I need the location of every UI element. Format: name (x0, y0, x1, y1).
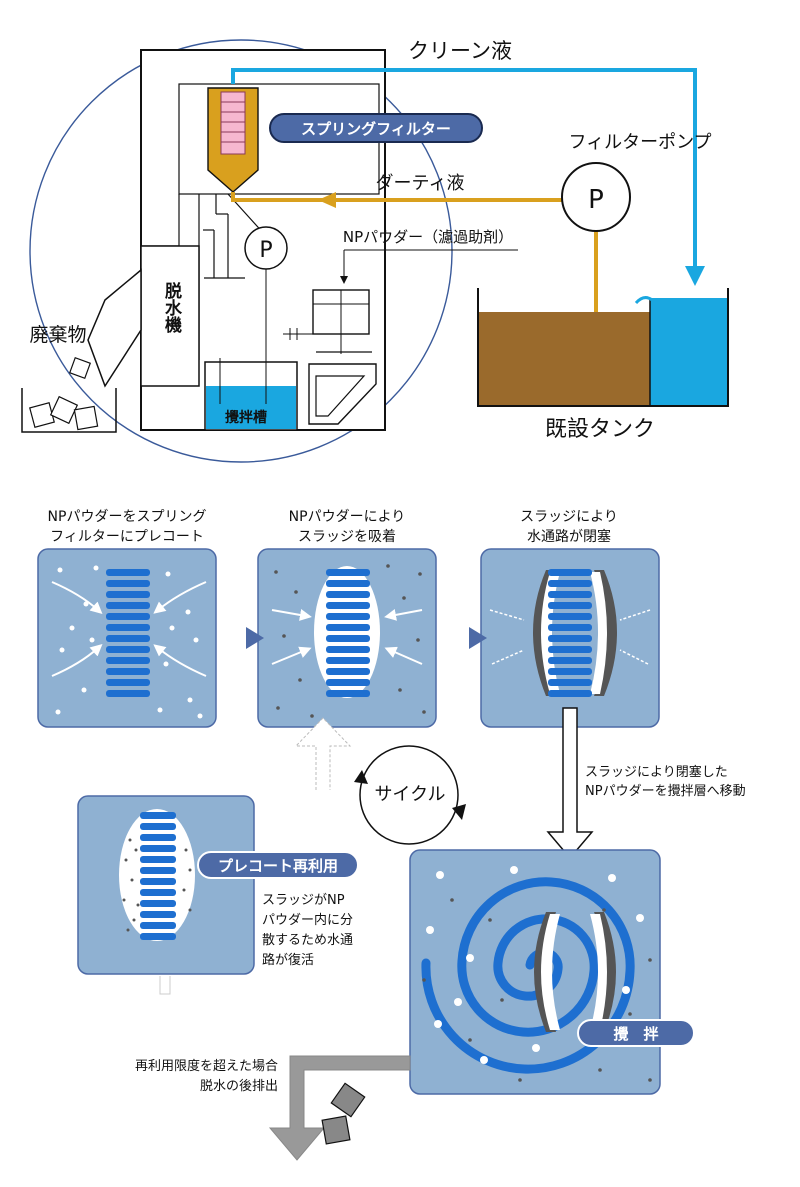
discharge-line1: 再利用限度を超えた場合 (135, 1058, 278, 1074)
existing-tank-clean (650, 298, 728, 405)
step1-flow-arrows (51, 581, 207, 677)
waste-chute (87, 268, 142, 388)
reuse-text-line3: 散するため水通 (262, 933, 353, 948)
discharged-cake (321, 1082, 366, 1145)
reuse-dispersed-sludge (122, 838, 192, 932)
waste-bin (21, 388, 117, 433)
dirty-liquid-label: ダーティ液 (376, 173, 465, 194)
spring-filter-badge (269, 113, 483, 143)
reuse-precoat (119, 809, 195, 941)
step2-flow-arrows (271, 608, 423, 665)
step3-coil (548, 569, 592, 697)
internal-pump-symbol: P (259, 238, 272, 263)
dirty-liquid-arrowhead (318, 192, 336, 208)
internal-pump (244, 226, 288, 270)
reuse-badge (197, 851, 359, 879)
reuse-badge-label: プレコート再利用 (218, 857, 338, 875)
stir-badge-label: 攪 拌 (613, 1025, 658, 1043)
step-arrow-2 (469, 627, 487, 649)
dewatering-label: 脱水機 (161, 281, 182, 334)
move-caption-line2: NPパウダーを攪拌層へ移動 (585, 784, 746, 799)
step2-caption-line1: NPパウダーにより (289, 509, 406, 525)
clean-liquid-arrowhead (685, 266, 705, 286)
step2-coil (326, 569, 370, 697)
np-powder-label: NPパウダー（濾過助剤） (343, 228, 513, 246)
detail-circle (29, 39, 453, 463)
waste-label: 廃棄物 (29, 324, 86, 346)
spring-filter-label: スプリングフィルター (301, 120, 451, 138)
reuse-up-arrow (294, 717, 352, 790)
step1-coil (106, 569, 150, 697)
system-overview: 脱水機 攪拌槽 P スプリングフィルター クリーン液 ダーティ液 P フィ (21, 39, 729, 463)
step3-caption-line2: 水通路が閉塞 (527, 528, 611, 545)
step2-precoat (314, 566, 380, 698)
stir-tank-liquid (206, 386, 296, 429)
stir-badge (577, 1019, 695, 1047)
reuse-coil (140, 812, 176, 940)
step2-sludge (274, 564, 426, 718)
reuse-text-line4: 路が復活 (262, 952, 314, 968)
stir-tank-label: 攪拌槽 (225, 409, 267, 426)
reuse-text-line1: スラッジがNP (262, 893, 345, 908)
step1-powder (55, 565, 203, 719)
filter-pump-label: フィルターポンプ (568, 132, 711, 153)
stir-sludge-dots (422, 898, 652, 1082)
waste-pieces (29, 356, 99, 431)
step-arrow-1 (246, 627, 264, 649)
step3-caption-line1: スラッジにより (520, 509, 618, 525)
step3-precoat-right (594, 570, 617, 696)
cycle-label: サイクル (374, 784, 445, 805)
step1-caption-line1: NPパウダーをスプリング (48, 509, 207, 525)
clean-liquid-label: クリーン液 (408, 39, 512, 63)
step1-caption-line2: フィルターにプレコート (50, 529, 204, 545)
np-powder-chute (308, 363, 377, 425)
spring-filter-coil (220, 91, 246, 155)
filter-pump (561, 162, 631, 232)
filter-pump-symbol: P (588, 185, 604, 215)
existing-tank-frame (477, 288, 729, 407)
existing-tank-label: 既設タンク (545, 417, 655, 442)
step3-flow-arrows (489, 609, 651, 665)
cycle-loop (359, 745, 459, 845)
reuse-text-line2: パウダー内に分 (262, 912, 353, 928)
move-caption-line1: スラッジにより閉塞した (585, 764, 728, 780)
step2-caption-line2: スラッジを吸着 (298, 529, 396, 545)
clean-liquid-pipe (231, 68, 697, 276)
existing-tank-dirty (478, 312, 650, 405)
discharge-arrow (268, 1055, 411, 1161)
discharge-line2: 脱水の後排出 (200, 1079, 278, 1094)
move-to-stir-arrow (546, 707, 594, 860)
